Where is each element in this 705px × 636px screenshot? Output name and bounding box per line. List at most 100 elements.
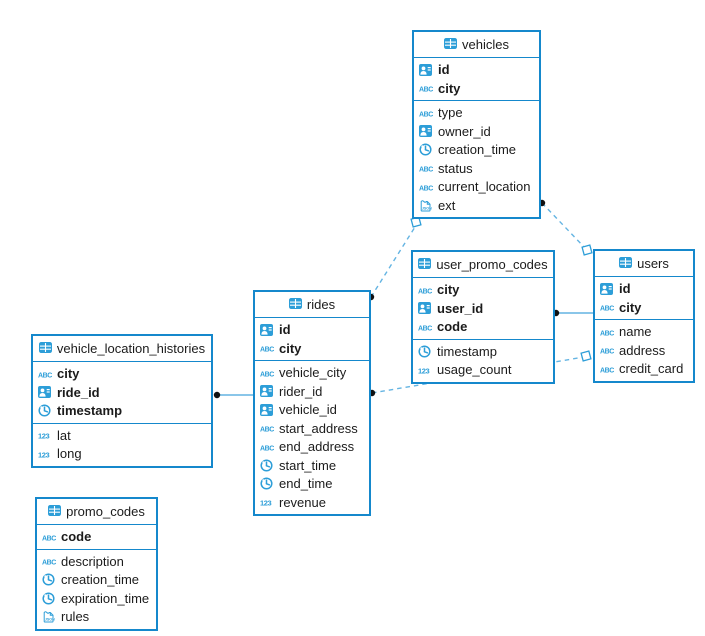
time-type-icon xyxy=(42,573,59,586)
table-header[interactable]: vehicles xyxy=(414,32,539,58)
json-type-icon: JSON xyxy=(419,199,436,212)
column-name: name xyxy=(619,324,652,340)
column-row-city[interactable]: ABC city xyxy=(413,281,553,300)
relation-endpoint-dot xyxy=(213,391,221,399)
column-name: end_time xyxy=(279,476,333,492)
column-row-expiration_time[interactable]: expiration_time xyxy=(37,589,156,608)
column-name: rules xyxy=(61,609,90,625)
column-row-timestamp[interactable]: timestamp xyxy=(413,342,553,361)
column-row-end_time[interactable]: end_time xyxy=(255,475,369,494)
column-row-timestamp[interactable]: timestamp xyxy=(33,402,211,421)
table-header[interactable]: users xyxy=(595,251,693,277)
svg-text:ABC: ABC xyxy=(260,427,274,434)
svg-text:ABC: ABC xyxy=(260,371,274,378)
column-name: lat xyxy=(57,427,71,443)
svg-text:ABC: ABC xyxy=(260,347,274,354)
relation-line[interactable] xyxy=(541,202,587,250)
relation-user_promo_codes-users[interactable] xyxy=(552,309,593,317)
time-type-icon xyxy=(42,592,59,605)
column-row-user_id[interactable]: user_id xyxy=(413,299,553,318)
column-name: creation_time xyxy=(438,142,517,158)
relation-marker xyxy=(580,350,592,362)
table-header[interactable]: rides xyxy=(255,292,369,318)
column-name: long xyxy=(57,446,82,462)
column-name: city xyxy=(437,282,460,298)
relation-line[interactable] xyxy=(370,226,416,298)
column-row-ext[interactable]: JSON ext xyxy=(414,196,539,215)
table-icon xyxy=(418,257,432,272)
text-type-icon: ABC xyxy=(260,368,277,378)
column-row-id[interactable]: id xyxy=(595,280,693,299)
table-icon xyxy=(48,504,62,519)
column-name: ext xyxy=(438,197,456,213)
table-header[interactable]: promo_codes xyxy=(37,499,156,525)
column-row-creation_time[interactable]: creation_time xyxy=(414,141,539,160)
column-row-owner_id[interactable]: owner_id xyxy=(414,122,539,141)
table-header[interactable]: vehicle_location_histories xyxy=(33,336,211,362)
number-type-icon: 123 xyxy=(260,497,277,508)
column-row-ride_id[interactable]: ride_id xyxy=(33,383,211,402)
column-row-start_time[interactable]: start_time xyxy=(255,456,369,475)
text-type-icon: ABC xyxy=(260,442,277,452)
svg-text:ABC: ABC xyxy=(42,535,56,542)
column-row-id[interactable]: id xyxy=(414,61,539,80)
table-title: user_promo_codes xyxy=(436,257,548,272)
column-row-rider_id[interactable]: rider_id xyxy=(255,382,369,401)
column-name: creation_time xyxy=(61,572,140,588)
id-type-icon xyxy=(260,323,277,336)
svg-text:JSON: JSON xyxy=(422,206,432,210)
svg-text:ABC: ABC xyxy=(260,445,274,452)
table-title: users xyxy=(637,256,669,271)
id-type-icon xyxy=(38,386,55,399)
table-title: rides xyxy=(306,297,336,312)
text-type-icon: ABC xyxy=(419,83,436,94)
column-name: description xyxy=(61,553,124,569)
relation-vehicles-users[interactable] xyxy=(538,199,593,256)
text-type-icon: ABC xyxy=(600,327,617,337)
relation-vehicle_location_histories-rides[interactable] xyxy=(213,391,253,399)
text-type-icon: ABC xyxy=(600,345,617,356)
table-title: vehicle_location_histories xyxy=(56,341,206,356)
svg-text:ABC: ABC xyxy=(418,288,432,295)
column-row-id[interactable]: id xyxy=(255,321,369,340)
column-row-creation_time[interactable]: creation_time xyxy=(37,571,156,590)
table-header[interactable]: user_promo_codes xyxy=(413,252,553,278)
json-type-icon: JSON xyxy=(42,610,59,623)
svg-text:123: 123 xyxy=(260,499,272,508)
time-type-icon xyxy=(260,477,277,490)
svg-text:ABC: ABC xyxy=(419,185,433,192)
time-type-icon xyxy=(418,345,435,358)
column-row-vehicle_id[interactable]: vehicle_id xyxy=(255,401,369,420)
